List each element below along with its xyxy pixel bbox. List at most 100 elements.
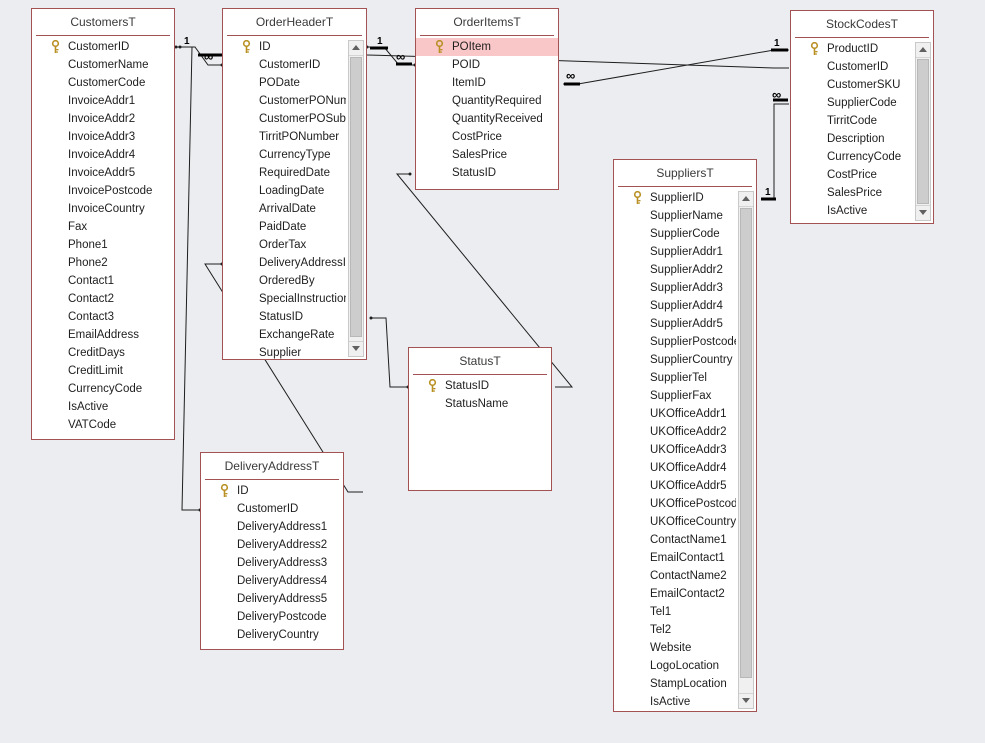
field-row[interactable]: CurrencyCode	[791, 148, 913, 166]
field-row[interactable]: SupplierAddr5	[614, 315, 736, 333]
scrollbar-thumb[interactable]	[917, 59, 929, 204]
field-row[interactable]: UKOfficeAddr5	[614, 477, 736, 495]
field-row[interactable]: IsActive	[32, 398, 174, 416]
field-row[interactable]: ExchangeRate	[223, 326, 346, 344]
field-row[interactable]: DeliveryAddressID	[223, 254, 346, 272]
field-row[interactable]: CustomerPONum	[223, 92, 346, 110]
field-row[interactable]: DeliveryCountry	[201, 626, 343, 644]
scroll-up-arrow-icon[interactable]	[349, 41, 363, 56]
field-row[interactable]: ID	[201, 482, 343, 500]
field-row[interactable]: SupplierCode	[614, 225, 736, 243]
field-row[interactable]: StatusID	[409, 377, 551, 395]
table-title[interactable]: OrderHeaderT	[255, 15, 334, 29]
field-row[interactable]: InvoiceAddr3	[32, 128, 174, 146]
field-row[interactable]: CustomerID	[201, 500, 343, 518]
field-row[interactable]: CustomerID	[32, 38, 174, 56]
field-row[interactable]: InvoiceCountry	[32, 200, 174, 218]
field-row[interactable]: CustomerSKU	[791, 76, 913, 94]
field-row[interactable]: Contact2	[32, 290, 174, 308]
field-row[interactable]: CurrencyCode	[32, 380, 174, 398]
field-row[interactable]: DeliveryAddress4	[201, 572, 343, 590]
field-row[interactable]: UKOfficeAddr3	[614, 441, 736, 459]
vertical-scrollbar[interactable]	[915, 42, 931, 221]
table-title[interactable]: StatusT	[459, 354, 501, 368]
field-row[interactable]: CostPrice	[416, 128, 558, 146]
field-row[interactable]: IsActive	[791, 202, 913, 220]
field-row[interactable]: Contact3	[32, 308, 174, 326]
field-row[interactable]: SupplierID	[614, 189, 736, 207]
scroll-down-arrow-icon[interactable]	[349, 341, 363, 356]
field-row[interactable]: InvoiceAddr2	[32, 110, 174, 128]
field-row[interactable]: Tel2	[614, 621, 736, 639]
field-row[interactable]: TirritPONumber	[223, 128, 346, 146]
field-row[interactable]: Description	[791, 130, 913, 148]
field-row[interactable]: OrderTax	[223, 236, 346, 254]
field-row[interactable]: CreditLimit	[32, 362, 174, 380]
scroll-up-arrow-icon[interactable]	[739, 192, 753, 207]
field-row[interactable]: Supplier	[223, 344, 346, 359]
table-title[interactable]: StockCodesT	[825, 17, 899, 31]
table-title[interactable]: OrderItemsT	[453, 15, 521, 29]
field-row[interactable]: SupplierAddr2	[614, 261, 736, 279]
field-row[interactable]: LoadingDate	[223, 182, 346, 200]
table-title[interactable]: CustomersT	[70, 15, 136, 29]
field-row[interactable]: StampLocation	[614, 675, 736, 693]
field-row[interactable]: SupplierAddr4	[614, 297, 736, 315]
field-row[interactable]: ArrivalDate	[223, 200, 346, 218]
field-row[interactable]: SupplierName	[614, 207, 736, 225]
field-row[interactable]: CustomerID	[223, 56, 346, 74]
field-row[interactable]: ItemID	[416, 74, 558, 92]
field-row[interactable]: InvoiceAddr4	[32, 146, 174, 164]
field-row[interactable]: IsActive	[614, 693, 736, 711]
field-row[interactable]: EmailContact2	[614, 585, 736, 603]
field-row[interactable]: InvoiceAddr1	[32, 92, 174, 110]
field-row[interactable]: Phone1	[32, 236, 174, 254]
field-row[interactable]: UKOfficeAddr1	[614, 405, 736, 423]
field-row[interactable]: LogoLocation	[614, 657, 736, 675]
field-row[interactable]: CreditDays	[32, 344, 174, 362]
field-row[interactable]: UKOfficeAddr2	[614, 423, 736, 441]
field-row[interactable]: Contact1	[32, 272, 174, 290]
field-row[interactable]: SalesPrice	[416, 146, 558, 164]
field-row[interactable]: TirritCode	[791, 112, 913, 130]
field-row[interactable]: ProductID	[791, 40, 913, 58]
field-row[interactable]: VATCode	[32, 416, 174, 434]
field-row[interactable]: InvoiceAddr5	[32, 164, 174, 182]
field-row[interactable]: POID	[416, 56, 558, 74]
field-row[interactable]: DeliveryAddress3	[201, 554, 343, 572]
vertical-scrollbar[interactable]	[738, 191, 754, 709]
field-row[interactable]: CurrencyType	[223, 146, 346, 164]
field-row[interactable]: EmailContact1	[614, 549, 736, 567]
field-row[interactable]: CustomerCode	[32, 74, 174, 92]
field-row[interactable]: UKOfficePostcode	[614, 495, 736, 513]
table-title[interactable]: SuppliersT	[656, 166, 714, 180]
field-row[interactable]: OrderedBy	[223, 272, 346, 290]
field-row[interactable]: SupplierAddr1	[614, 243, 736, 261]
field-row[interactable]: CostPrice	[791, 166, 913, 184]
field-row[interactable]: ContactName2	[614, 567, 736, 585]
field-row[interactable]: PaidDate	[223, 218, 346, 236]
scroll-up-arrow-icon[interactable]	[916, 43, 930, 58]
field-row[interactable]: EmailAddress	[32, 326, 174, 344]
field-row[interactable]: PODate	[223, 74, 346, 92]
field-row[interactable]: UKOfficeAddr4	[614, 459, 736, 477]
field-row[interactable]: SupplierCode	[791, 94, 913, 112]
field-row[interactable]: DeliveryAddress2	[201, 536, 343, 554]
field-row[interactable]: InvoicePostcode	[32, 182, 174, 200]
field-row[interactable]: Tel1	[614, 603, 736, 621]
scrollbar-thumb[interactable]	[350, 57, 362, 337]
field-row[interactable]: SupplierTel	[614, 369, 736, 387]
field-row[interactable]: DeliveryPostcode	[201, 608, 343, 626]
field-row[interactable]: Phone2	[32, 254, 174, 272]
field-row[interactable]: StatusName	[409, 395, 551, 413]
field-row[interactable]: DeliveryAddress1	[201, 518, 343, 536]
field-row[interactable]: QuantityReceived	[416, 110, 558, 128]
field-row[interactable]: SpecialInstructions	[223, 290, 346, 308]
